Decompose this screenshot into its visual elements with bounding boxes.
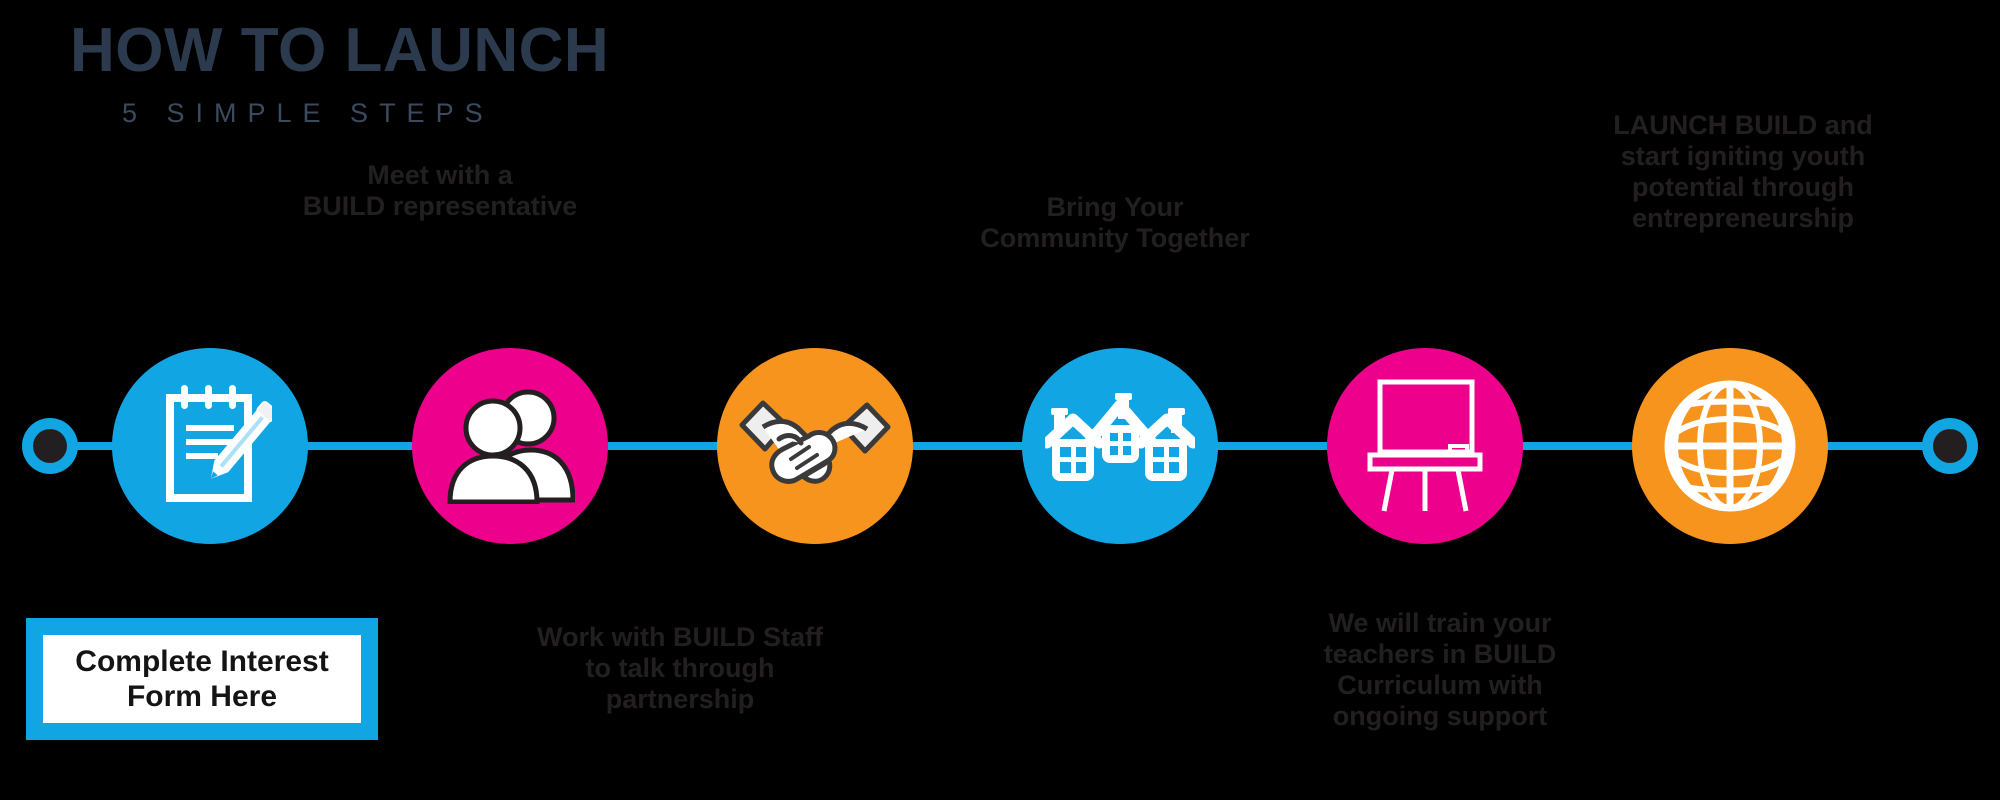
step-circle-2[interactable] <box>412 348 608 544</box>
cta-inner-panel: Complete Interest Form Here <box>43 635 361 723</box>
step-caption-2: Meet with a BUILD representative <box>302 160 578 222</box>
page-title: HOW TO LAUNCH <box>70 16 610 85</box>
page-subtitle: 5 SIMPLE STEPS <box>122 98 494 128</box>
notepad-pencil-icon <box>148 382 272 510</box>
title-block: HOW TO LAUNCH 5 SIMPLE STEPS <box>70 20 770 129</box>
cta-label: Complete Interest Form Here <box>75 644 329 713</box>
people-group-icon <box>445 388 575 504</box>
step-caption-3: Work with BUILD Staff to talk through pa… <box>537 622 823 715</box>
step-circle-4[interactable] <box>1022 348 1218 544</box>
step-circle-1[interactable] <box>112 348 308 544</box>
houses-community-icon <box>1045 393 1195 499</box>
step-circle-6[interactable] <box>1632 348 1828 544</box>
timeline-end-dot <box>1922 418 1978 474</box>
easel-whiteboard-icon <box>1362 378 1488 514</box>
step-circle-5[interactable] <box>1327 348 1523 544</box>
step-caption-4: Bring Your Community Together <box>980 192 1250 254</box>
complete-interest-form-button[interactable]: Complete Interest Form Here <box>26 618 378 740</box>
step-caption-5: We will train your teachers in BUILD Cur… <box>1323 608 1557 732</box>
step-caption-6: LAUNCH BUILD and start igniting youth po… <box>1613 110 1873 234</box>
handshake-icon <box>739 387 891 505</box>
globe-icon <box>1662 378 1798 514</box>
step-circle-3[interactable] <box>717 348 913 544</box>
timeline-start-dot <box>22 418 78 474</box>
